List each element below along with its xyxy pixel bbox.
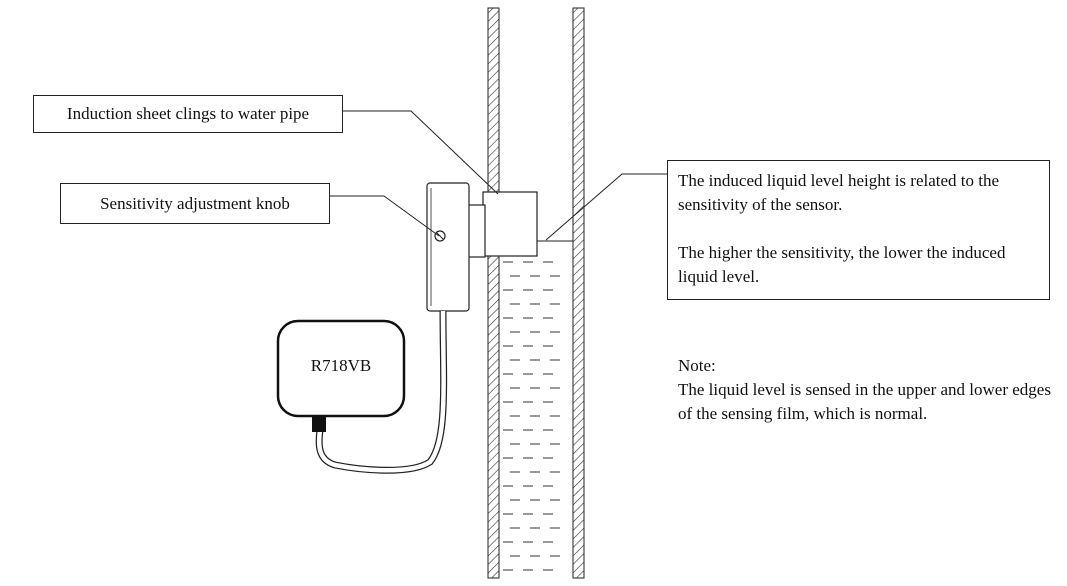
induction-sheet — [482, 191, 538, 257]
note-title: Note: — [678, 356, 716, 375]
liquid-in-pipe — [499, 240, 573, 571]
leader-liquid-level — [545, 173, 667, 241]
device-connector — [312, 416, 326, 432]
leader-sensitivity-knob — [330, 195, 440, 237]
device-r718vb — [276, 319, 406, 418]
pipe-left-wall — [487, 7, 500, 579]
sensor-body — [426, 182, 470, 312]
leader-induction-sheet — [343, 110, 499, 195]
pipe-right-wall — [572, 7, 585, 579]
liquid-level-text-1: The induced liquid level height is relat… — [678, 171, 1000, 214]
liquid-level-text-2: The higher the sensitivity, the lower th… — [678, 243, 1006, 286]
label-induction-sheet: Induction sheet clings to water pipe — [33, 95, 343, 133]
label-sensitivity-knob: Sensitivity adjustment knob — [60, 183, 330, 224]
note-text: The liquid level is sensed in the upper … — [678, 380, 1051, 423]
label-liquid-level: The induced liquid level height is relat… — [667, 160, 1050, 300]
note-block: Note: The liquid level is sensed in the … — [678, 354, 1058, 426]
device-name: R718VB — [310, 356, 372, 375]
